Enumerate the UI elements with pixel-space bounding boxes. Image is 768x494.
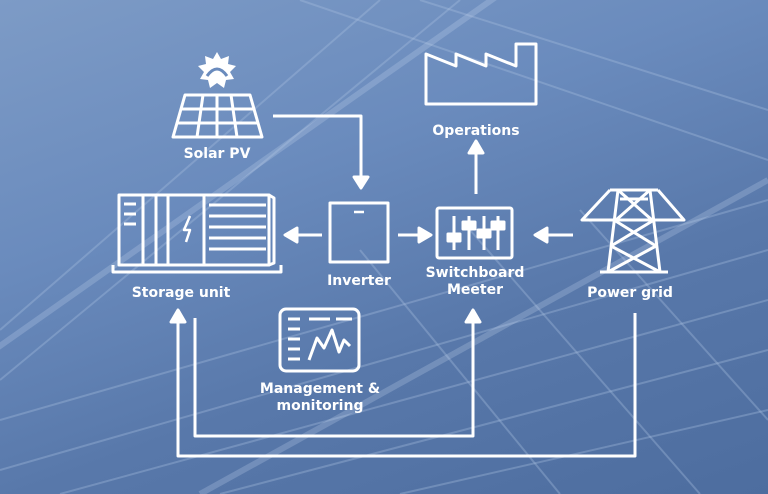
arrow-storage-to-switchboard [193,318,475,438]
solar-pv-label: Solar PV [183,146,251,162]
power-grid-label: Power grid [587,285,673,301]
power-tower-icon [580,188,686,274]
switchboard-label-line2: Meeter [446,282,503,298]
management-label-line2: monitoring [276,398,364,414]
management-label: Management & monitoring [250,381,390,415]
inverter-label: Inverter [327,273,391,289]
flow-arrows [169,114,637,458]
arrow-grid-to-storage [176,313,637,458]
battery-container-icon [111,193,283,274]
factory-icon [424,42,538,106]
solar-panel-icon [171,52,264,139]
storage-unit-label: Storage unit [131,285,231,301]
switchboard-sliders-icon [435,206,514,260]
switchboard-label-line1: Switchboard [425,265,525,281]
inverter-box-icon [328,201,390,264]
switchboard-label: Switchboard Meeter [410,265,540,299]
arrow-solar-to-inverter [273,114,363,178]
operations-label: Operations [432,123,520,139]
monitor-chart-icon [278,307,361,373]
management-label-line1: Management & [259,381,381,397]
